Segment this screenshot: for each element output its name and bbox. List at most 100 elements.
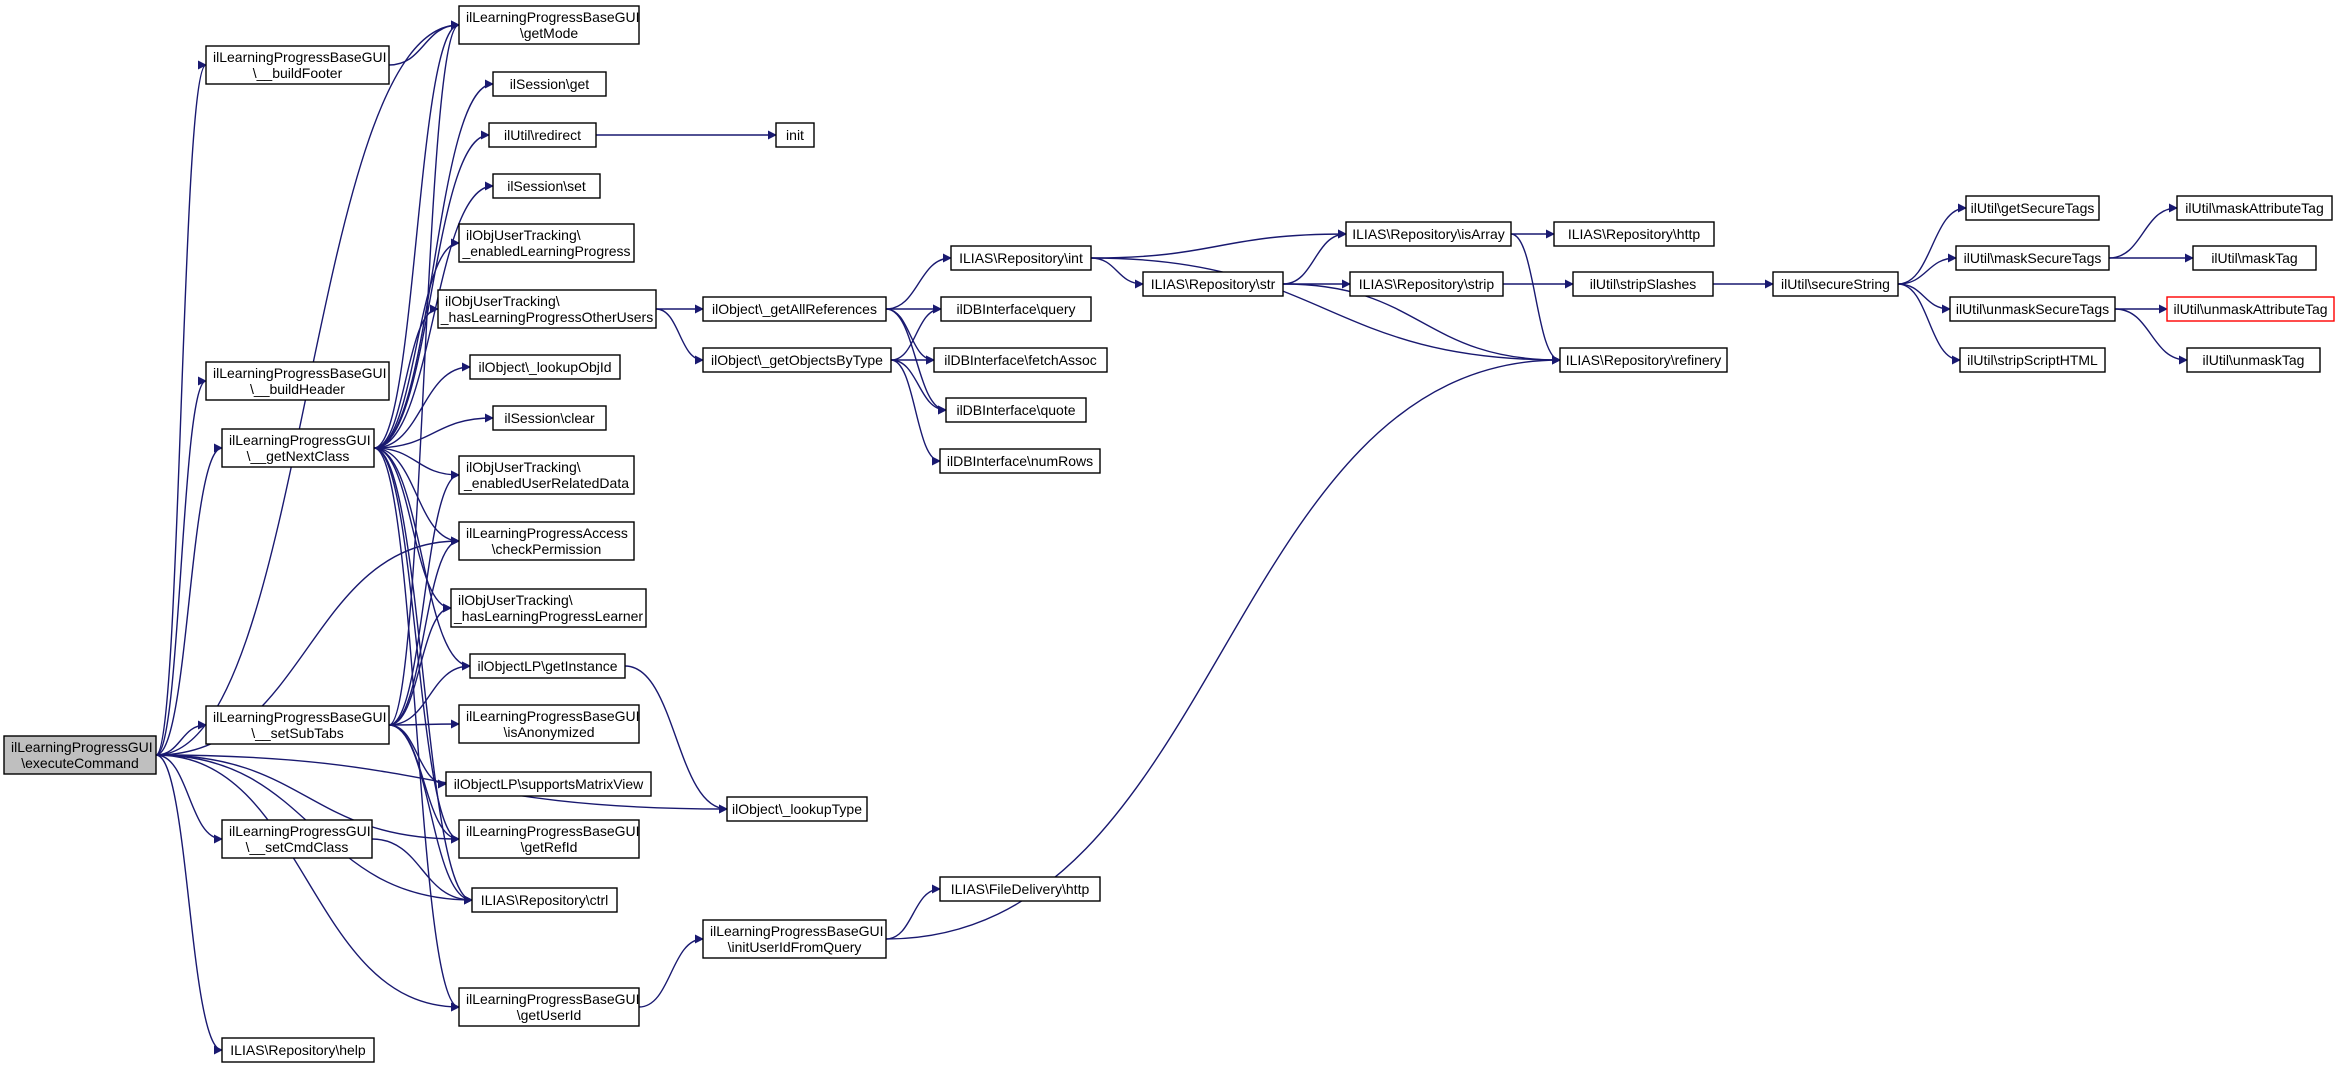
node-repo-int[interactable]: ILIAS\Repository\int [950,245,1092,271]
node-box [702,296,887,322]
node-box [458,223,635,263]
edge-get-next-class-to-ctrl [373,447,473,905]
node-has-lpother[interactable]: ilObjUserTracking\_hasLearningProgressOt… [437,289,657,329]
node-unmask-attribute-tag[interactable]: ilUtil\unmaskAttributeTag [2166,296,2335,322]
node-db-quote[interactable]: ilDBInterface\quote [945,397,1087,423]
node-box [940,296,1092,322]
node-unmask-tag[interactable]: ilUtil\unmaskTag [2186,347,2321,373]
node-label-line: ilUtil\maskTag [2211,250,2297,266]
node-enabled-lp[interactable]: ilObjUserTracking\_enabledLearningProgre… [458,223,635,263]
node-label-line: \executeCommand [21,755,139,771]
edge-get-user-id-to-init-user-id [638,934,704,1008]
node-repo-http[interactable]: ILIAS\Repository\http [1553,221,1715,247]
node-repo-str[interactable]: ILIAS\Repository\str [1142,271,1284,297]
node-get-secure-tags[interactable]: ilUtil\getSecureTags [1965,195,2100,221]
node-help[interactable]: ILIAS\Repository\help [221,1037,375,1063]
node-box [933,347,1108,373]
edge-execute-command-to-set-cmd-class [155,754,223,844]
node-mask-tag[interactable]: ilUtil\maskTag [2192,245,2317,271]
node-strip-slashes[interactable]: ilUtil\stripSlashes [1572,271,1714,297]
node-label-line: ilObject\_getAllReferences [712,301,877,317]
node-mask-secure-tags[interactable]: ilUtil\maskSecureTags [1955,245,2110,271]
node-enabled-urd[interactable]: ilObjUserTracking\_enabledUserRelatedDat… [458,455,635,495]
edge-path [373,238,460,449]
node-fd-http[interactable]: ILIAS\FileDelivery\http [939,876,1101,902]
edge-init-user-id-to-refinery [885,355,1561,940]
node-label-line: ilLearningProgressBaseGUI [213,49,387,65]
node-label-line: _hasLearningProgressLearner [453,608,643,624]
node-box [445,771,652,797]
node-label-line: ILIAS\Repository\strip [1359,276,1495,292]
node-redirect[interactable]: ilUtil\redirect [488,122,597,148]
node-label-line: ilUtil\unmaskTag [2203,352,2305,368]
node-session-set[interactable]: ilSession\set [492,173,601,199]
node-get-next-class[interactable]: ilLearningProgressGUI\__getNextClass [221,428,375,468]
node-get-objs-by-type[interactable]: ilObject\_getObjectsByType [702,347,892,373]
edge-path [638,934,704,1008]
node-lookup-obj-id[interactable]: ilObject\_lookupObjId [469,354,621,380]
node-label-line: ilUtil\unmaskSecureTags [1956,301,2109,317]
edge-path [388,470,460,726]
node-box [1345,221,1512,247]
edge-path [1090,257,1144,289]
node-box [1559,347,1728,373]
edge-get-next-class-to-get-mode [373,20,460,449]
node-session-clear[interactable]: ilSession\clear [492,405,607,431]
node-build-header[interactable]: ilLearningProgressBaseGUI\__buildHeader [205,361,390,401]
node-has-lplearner[interactable]: ilObjUserTracking\_hasLearningProgressLe… [450,588,647,628]
node-lookup-type[interactable]: ilObject\_lookupType [726,796,868,822]
edge-path [373,447,460,480]
node-refinery[interactable]: ILIAS\Repository\refinery [1559,347,1728,373]
node-init[interactable]: init [775,122,815,148]
node-is-anonymized[interactable]: ilLearningProgressBaseGUI\isAnonymized [458,704,640,744]
node-get-user-id[interactable]: ilLearningProgressBaseGUI\getUserId [458,987,640,1027]
node-label-line: init [786,127,804,143]
edge-path [373,447,471,671]
node-get-ref-id[interactable]: ilLearningProgressBaseGUI\getRefId [458,819,640,859]
nodes-layer: ilLearningProgressGUI\executeCommandilLe… [3,5,2335,1063]
edge-is-array-to-refinery [1510,233,1561,365]
edge-path [1090,257,1561,365]
edge-execute-command-to-set-sub-tabs [155,720,207,756]
node-db-query[interactable]: ilDBInterface\query [940,296,1092,322]
node-get-instance[interactable]: ilObjectLP\getInstance [469,653,626,679]
node-label-line: ilObjUserTracking\ [466,459,581,475]
node-db-num-rows[interactable]: ilDBInterface\numRows [939,448,1101,474]
node-box [775,122,815,148]
node-box [1949,296,2116,322]
node-ctrl[interactable]: ILIAS\Repository\ctrl [471,887,618,913]
node-label-line: ilObject\_lookupType [732,801,862,817]
edge-set-sub-tabs-to-is-anonymized [388,719,460,729]
node-session-get[interactable]: ilSession\get [492,71,607,97]
node-is-array[interactable]: ILIAS\Repository\isArray [1345,221,1512,247]
node-strip-script-html[interactable]: ilUtil\stripScriptHTML [1959,347,2106,373]
node-get-mode[interactable]: ilLearningProgressBaseGUI\getMode [458,5,640,45]
node-box [458,704,640,744]
node-build-footer[interactable]: ilLearningProgressBaseGUI\__buildFooter [205,45,390,85]
node-set-cmd-class[interactable]: ilLearningProgressGUI\__setCmdClass [221,819,373,859]
node-repo-strip[interactable]: ILIAS\Repository\strip [1349,271,1504,297]
node-label-line: ilUtil\redirect [504,127,581,143]
edge-path [885,355,1561,940]
node-check-permission[interactable]: ilLearningProgressAccess\checkPermission [458,521,635,561]
node-label-line: ilLearningProgressGUI [229,823,371,839]
node-label-line: _enabledLearningProgress [461,243,630,259]
node-get-all-refs[interactable]: ilObject\_getAllReferences [702,296,887,322]
edge-execute-command-to-build-footer [155,60,207,756]
node-label-line: \getRefId [521,839,578,855]
node-db-fetch[interactable]: ilDBInterface\fetchAssoc [933,347,1108,373]
node-label-line: \checkPermission [492,541,602,557]
node-init-user-id[interactable]: ilLearningProgressBaseGUI\initUserIdFrom… [702,919,887,959]
node-supports-matrix[interactable]: ilObjectLP\supportsMatrixView [445,771,652,797]
node-secure-string[interactable]: ilUtil\secureString [1772,271,1899,297]
edge-path [388,661,471,726]
node-set-sub-tabs[interactable]: ilLearningProgressBaseGUI\__setSubTabs [205,705,390,745]
node-label-line: ILIAS\Repository\isArray [1352,226,1505,242]
node-mask-attribute-tag[interactable]: ilUtil\maskAttributeTag [2176,195,2333,221]
edges-layer [155,20,2194,1055]
edge-path [655,308,704,365]
node-box [221,819,373,859]
edge-path [373,447,460,546]
node-unmask-secure-tags[interactable]: ilUtil\unmaskSecureTags [1949,296,2116,322]
node-execute-command[interactable]: ilLearningProgressGUI\executeCommand [3,735,157,775]
